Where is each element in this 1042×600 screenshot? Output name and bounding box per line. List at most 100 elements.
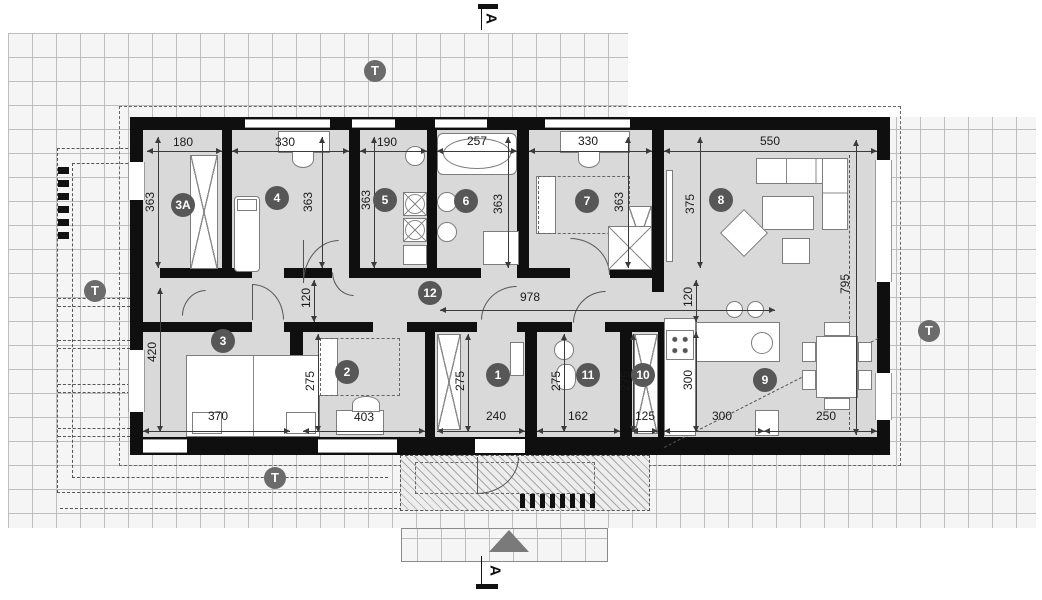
dining-table bbox=[816, 336, 858, 398]
kitchen-sink bbox=[751, 332, 773, 354]
wall-corridor-top bbox=[437, 268, 481, 278]
pergola-outline bbox=[57, 148, 58, 493]
window bbox=[545, 119, 630, 128]
wall-partition bbox=[425, 332, 435, 437]
dim-label: 162 bbox=[567, 409, 589, 423]
dim-label: 795 bbox=[838, 273, 852, 295]
section-mark-top-line bbox=[481, 9, 482, 30]
dim-label: 363 bbox=[301, 191, 315, 213]
wall-corridor-top bbox=[160, 268, 252, 278]
pergola-outline bbox=[57, 492, 402, 493]
dim-line bbox=[625, 137, 631, 268]
room-number-11: 11 bbox=[576, 363, 600, 387]
dim-line bbox=[437, 148, 517, 154]
boiler bbox=[403, 245, 427, 265]
pergola-beam bbox=[58, 428, 130, 429]
wall-corridor-bottom bbox=[605, 322, 664, 332]
entrance-arrow-icon bbox=[489, 530, 529, 552]
room-number-3: 3 bbox=[211, 329, 235, 353]
pergola-beam bbox=[58, 340, 130, 341]
wall-corridor-bottom bbox=[407, 322, 477, 332]
wall-corridor-bottom bbox=[143, 322, 252, 332]
room-number-3a: 3A bbox=[171, 193, 195, 217]
coffee-table bbox=[762, 196, 814, 230]
room-number-9: 9 bbox=[753, 368, 777, 392]
dim-label: 190 bbox=[376, 135, 398, 149]
dining-chair bbox=[858, 370, 872, 390]
wall-exterior-top bbox=[130, 117, 890, 130]
terrace-marker-left: T bbox=[84, 280, 106, 302]
washbasin bbox=[352, 396, 380, 412]
wall-corridor-bottom bbox=[517, 322, 572, 332]
dim-label: 275 bbox=[453, 370, 467, 392]
dim-line bbox=[143, 428, 290, 434]
tv-cabinet bbox=[666, 170, 673, 262]
sink bbox=[437, 222, 457, 242]
pillow bbox=[237, 199, 257, 211]
section-label-bottom: A bbox=[486, 565, 504, 576]
pergola-beam bbox=[58, 384, 130, 385]
room-number-10: 10 bbox=[631, 363, 655, 387]
room-number-6: 6 bbox=[454, 189, 478, 213]
window bbox=[435, 119, 487, 128]
room-number-5: 5 bbox=[373, 188, 397, 212]
terrace-left bbox=[8, 33, 130, 528]
dim-line bbox=[697, 137, 703, 268]
window bbox=[245, 119, 330, 128]
room-number-7: 7 bbox=[575, 189, 599, 213]
dim-label: 300 bbox=[711, 409, 733, 423]
pergola-outline-inner bbox=[72, 163, 133, 164]
pergola-beam bbox=[58, 436, 130, 437]
dim-label: 300 bbox=[681, 369, 695, 391]
dim-label: 330 bbox=[274, 135, 296, 149]
toilet bbox=[556, 364, 576, 390]
window bbox=[128, 162, 145, 200]
door-leaf bbox=[303, 240, 304, 283]
doormat bbox=[520, 494, 598, 508]
wall-corridor-top bbox=[360, 268, 427, 278]
pillow bbox=[192, 412, 222, 434]
pergola-beam bbox=[60, 508, 402, 509]
wall-partition bbox=[349, 130, 360, 278]
room-number-8: 8 bbox=[709, 188, 733, 212]
dining-chair bbox=[858, 342, 872, 362]
dim-line bbox=[764, 428, 877, 434]
pergola-beam bbox=[58, 392, 130, 393]
dim-label: 330 bbox=[577, 134, 599, 148]
sliding-door bbox=[875, 160, 892, 282]
chair bbox=[578, 151, 600, 168]
wall-partition bbox=[517, 130, 529, 278]
dim-line bbox=[664, 428, 764, 434]
dim-label: 363 bbox=[359, 189, 373, 211]
dim-label: 275 bbox=[549, 370, 563, 392]
dim-line bbox=[147, 148, 222, 154]
pergola-outline-inner bbox=[72, 163, 73, 478]
dim-line bbox=[311, 280, 317, 322]
pergola-outline-inner bbox=[72, 477, 388, 478]
washer bbox=[403, 192, 427, 216]
entrance-porch bbox=[400, 455, 650, 511]
window bbox=[352, 119, 395, 128]
dim-label: 125 bbox=[634, 409, 656, 423]
dim-line bbox=[693, 280, 699, 322]
bar-stool bbox=[747, 301, 764, 318]
dim-line bbox=[693, 332, 699, 432]
wall-partition bbox=[427, 130, 437, 278]
cooktop bbox=[666, 330, 694, 360]
room-number-2: 2 bbox=[335, 360, 359, 384]
dim-label: 180 bbox=[172, 135, 194, 149]
dim-label: 275 bbox=[618, 370, 632, 392]
dim-line bbox=[437, 428, 525, 434]
wall-corridor-top bbox=[610, 268, 652, 278]
wardrobe bbox=[437, 334, 461, 430]
entrance-door-leaf bbox=[477, 457, 478, 494]
bed-outline-dashed bbox=[320, 338, 400, 396]
shower bbox=[483, 231, 519, 265]
dim-line bbox=[505, 137, 511, 268]
dining-chair bbox=[824, 322, 850, 336]
terrace-marker-bottom: T bbox=[264, 467, 286, 489]
dim-line bbox=[360, 148, 427, 154]
section-mark-top-bar bbox=[478, 4, 498, 9]
dim-line bbox=[664, 148, 877, 154]
